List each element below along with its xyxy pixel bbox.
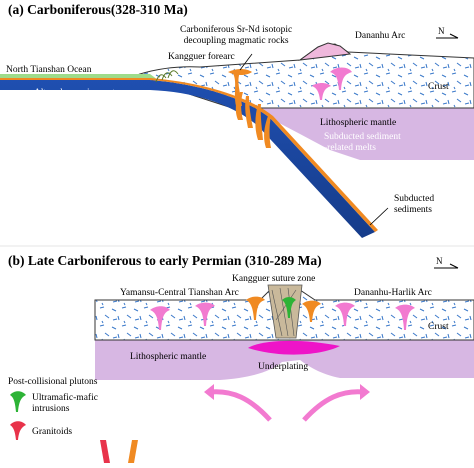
label-lithospheric-mantle-b: Lithospheric mantle [130, 352, 207, 362]
leader-line-rocks [239, 53, 253, 71]
legend-ultramafic-label: Ultramafic-mafic intrusions [32, 393, 98, 414]
label-yamansu-arc: Yamansu-Central Tianshan Arc [120, 288, 239, 298]
oceanic-slab-a [0, 80, 375, 238]
label-lithospheric-mantle-a: Lithospheric mantle [320, 118, 397, 128]
leader-line-sediments [369, 207, 389, 226]
label-crust-b: Crust [428, 322, 449, 332]
legend-granitoid-marker [10, 421, 26, 440]
label-kangguer-suture-zone: Kangguer suture zone [232, 274, 316, 284]
pink-plutons-a [312, 67, 352, 100]
legend-ultramafic-marker [10, 391, 26, 412]
forearc-magma-plume [232, 72, 242, 106]
label-carboniferous-rocks: Carboniferous Sr-Nd isotopic decoupling … [180, 25, 293, 46]
pink-plutons-b [150, 302, 415, 330]
label-dananhu-harlik-arc: Dananhu-Harlik Arc [354, 288, 432, 298]
north-arrow-a [436, 33, 459, 39]
north-arrow-b [434, 263, 459, 269]
north-label-b: N [436, 256, 443, 266]
label-kangguer-forearc: Kangguer forearc [168, 52, 235, 62]
panel-b-title: (b) Late Carboniferous to early Permian … [8, 253, 322, 268]
label-north-tianshan-ocean: North Tianshan Ocean [6, 65, 92, 75]
mantle-flow-arrowheads [204, 384, 370, 400]
kangguer-forearc-symbol [155, 70, 179, 83]
label-altered-oceanic-crust: Altered oceanic crust [34, 88, 115, 98]
north-label-a: N [438, 26, 445, 36]
legend-granitoid-label: Granitoids [32, 427, 73, 437]
label-crust-a: Crust [428, 82, 449, 92]
dananhu-arc-volcano [298, 42, 352, 61]
slab-remnants [100, 440, 138, 463]
suture-plutons [246, 296, 321, 322]
panel-a-title: (a) Carboniferous(328-310 Ma) [8, 2, 188, 17]
lithospheric-mantle-b [95, 340, 474, 380]
label-underplating: Underplating [258, 362, 309, 372]
underplating-body [248, 340, 340, 355]
forearc-plutons [228, 69, 252, 75]
label-subducted-sediment-melts: Subducted sediment -related melts [324, 132, 401, 153]
label-subducted-sediments: Subducted sediments [394, 194, 435, 215]
mantle-flow-arrows [209, 389, 365, 422]
label-dananhu-arc: Dananhu Arc [355, 31, 406, 41]
lithospheric-mantle-a [230, 108, 474, 160]
legend-title: Post-collisional plutons [8, 377, 98, 387]
